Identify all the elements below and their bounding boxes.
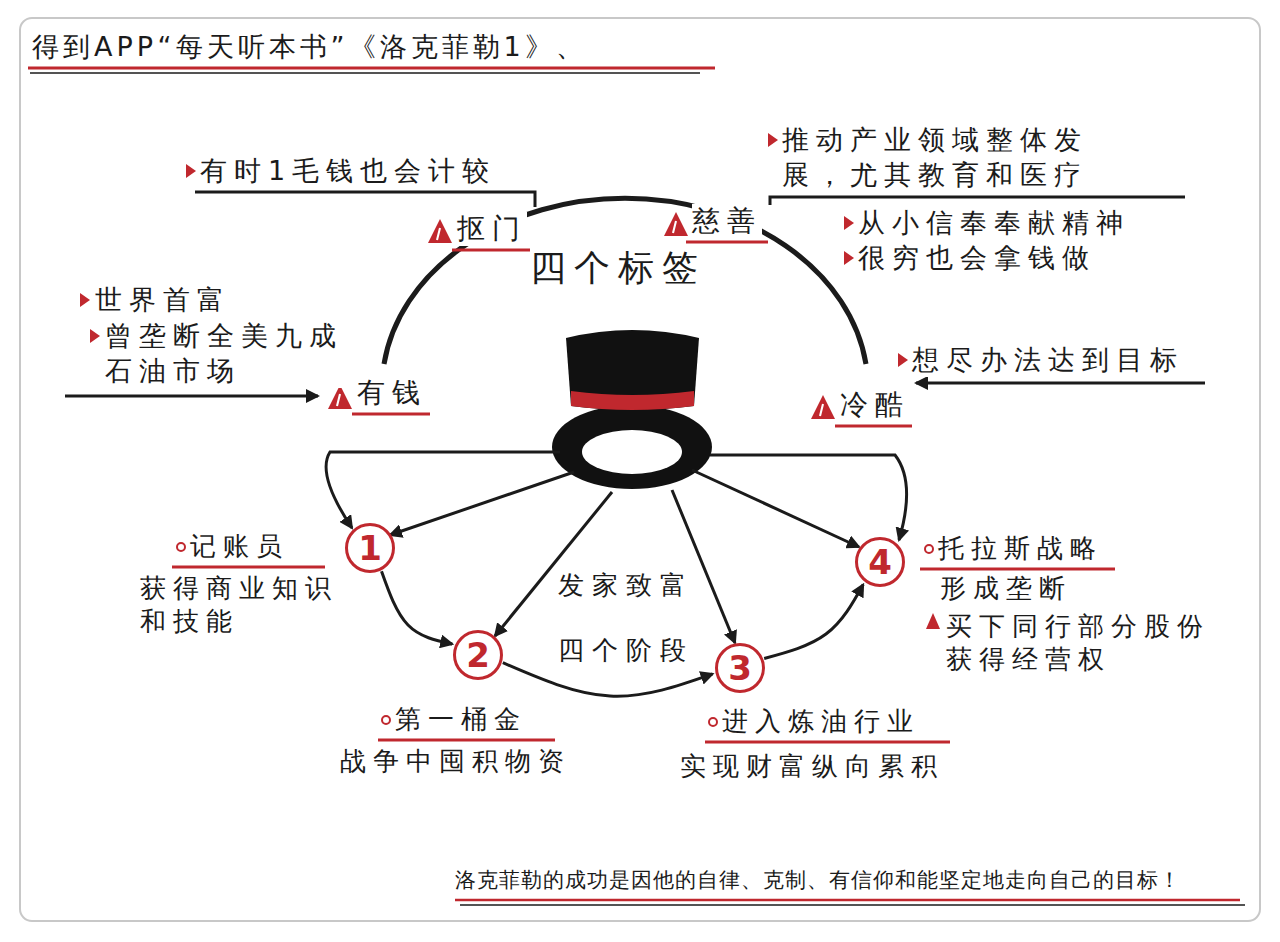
- stage-arrow: [764, 584, 863, 658]
- tag-underline: [452, 249, 535, 252]
- tag-icon: [437, 228, 440, 240]
- stage-number-circle: 1记账员获得商业知识和技能: [345, 523, 395, 573]
- tag-icon: [664, 212, 688, 236]
- tag-label: 抠门: [457, 212, 527, 246]
- title-underline: [28, 67, 715, 70]
- leader-line: [195, 192, 535, 207]
- caption: 洛克菲勒的成功是因他的自律、克制、有信仰和能坚定地走向自己的目标！: [455, 866, 1181, 894]
- bullet-mark: [80, 293, 90, 307]
- tag-note: 世界首富: [95, 282, 231, 317]
- callout-number: 1: [358, 529, 382, 567]
- hat-opening: [582, 430, 682, 474]
- stage-note: 形成垄断: [940, 572, 1072, 605]
- title-underline: [30, 72, 700, 74]
- heading-underline: [705, 741, 950, 744]
- stage-note: 实现财富纵向累积: [680, 750, 944, 783]
- hat-arrow: [390, 472, 574, 535]
- tag-note: 有时1毛钱也会计较: [200, 153, 496, 188]
- tag-icon: [337, 394, 340, 406]
- stage-note: 买下同行部分股份获得经营权: [946, 610, 1236, 676]
- stage-arrow: [382, 571, 453, 644]
- tag-label: 冷酷: [840, 388, 910, 422]
- tag-underline: [835, 425, 912, 428]
- leader-arrow: [65, 395, 318, 398]
- hat-arrow: [495, 492, 612, 636]
- caption-underline: [460, 904, 1245, 906]
- hat-arrow: [692, 470, 859, 547]
- stage-note: 获得商业知识和技能: [140, 572, 355, 638]
- bullet-mark: [926, 613, 940, 629]
- bullet-ring: [177, 543, 185, 551]
- heading-underline: [172, 566, 325, 569]
- callout-number: 2: [466, 636, 490, 674]
- stage-arrow: [503, 663, 713, 696]
- stage-heading: 第一桶金: [395, 703, 527, 736]
- card-border: [20, 18, 1260, 921]
- caption-underline: [455, 899, 1240, 902]
- stage-heading: 托拉斯战略: [938, 532, 1103, 565]
- tag-label: 有钱: [357, 376, 427, 410]
- bullet-mark: [898, 353, 908, 367]
- center-heading: 四个标签: [530, 246, 706, 290]
- stage-heading: 进入炼油行业: [722, 705, 920, 738]
- center-heading: 四个阶段: [558, 633, 694, 667]
- stage-number-circle: 3进入炼油行业实现财富纵向累积: [715, 643, 765, 693]
- tag-icon: [673, 221, 676, 233]
- hat-band: [571, 391, 694, 410]
- bullet-mark: [186, 164, 196, 178]
- tag-icon: [811, 395, 835, 419]
- tag-note: 从小信奉奉献精神: [858, 205, 1130, 240]
- leader-line: [770, 197, 1185, 205]
- heading-underline: [920, 568, 1115, 571]
- tag-icon: [820, 404, 823, 416]
- bullet-ring: [382, 716, 390, 724]
- stage-number-circle: 2第一桶金战争中囤积物资: [453, 630, 503, 680]
- center-heading: 发家致富: [558, 568, 694, 602]
- stage-note: 战争中囤积物资: [340, 745, 571, 778]
- hat-arrow: [710, 455, 907, 540]
- tag-icon: [328, 385, 352, 409]
- stage-number-circle: 4托拉斯战略形成垄断买下同行部分股份获得经营权: [855, 537, 905, 587]
- tag-icon: [428, 219, 452, 243]
- heading-underline: [378, 739, 555, 742]
- leader-arrow: [916, 382, 1205, 385]
- bullet-mark: [844, 216, 854, 230]
- tag-note: 很穷也会拿钱做: [858, 240, 1096, 275]
- bullet-mark: [90, 329, 100, 343]
- tag-note: 想尽办法达到目标: [912, 342, 1184, 377]
- callout-number: 4: [868, 543, 892, 581]
- tag-note: 曾垄断全美九成石油市场: [105, 318, 355, 388]
- bullet-mark: [768, 133, 778, 147]
- tag-underline: [352, 413, 430, 416]
- tag-label: 慈善: [692, 204, 762, 238]
- stage-heading: 记账员: [190, 530, 289, 563]
- callout-number: 3: [728, 649, 752, 687]
- hat-arrow: [672, 490, 735, 643]
- tag-note: 推动产业领域整体发展，尤其教育和医疗: [782, 122, 1102, 192]
- tag-underline: [686, 241, 768, 244]
- bullet-ring: [925, 545, 933, 553]
- bullet-ring: [709, 718, 717, 726]
- hat-crown: [566, 330, 699, 410]
- bullet-mark: [844, 251, 854, 265]
- hat-brim: [552, 405, 712, 489]
- page-title: 得到APP“每天听本书”《洛克菲勒1》、: [32, 30, 587, 64]
